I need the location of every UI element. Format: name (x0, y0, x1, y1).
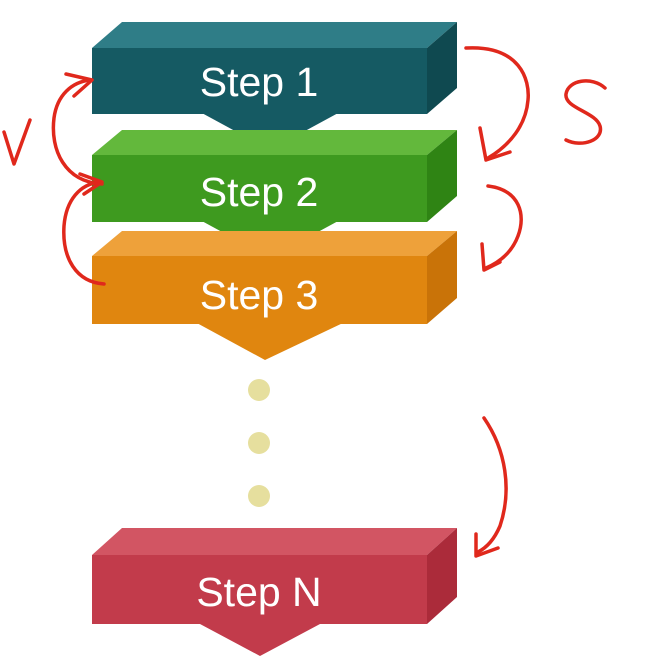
step-1-block: Step 1 (92, 22, 457, 150)
ellipsis-dots (248, 379, 270, 507)
ellipsis-dot (248, 379, 270, 401)
step-2-top-face (92, 130, 457, 155)
step-n-block: Step N (92, 528, 457, 656)
annotation-v-mark (2, 118, 32, 166)
annotation-right-arrow-upper (464, 46, 530, 160)
annotation-right-arrow-lower (476, 416, 508, 554)
step-3-side-face (427, 231, 457, 324)
step-1-top-face (92, 22, 457, 48)
annotation-left-arrowhead-lower (78, 172, 104, 196)
step-2-front-face (92, 155, 427, 222)
step-n-front-face (92, 555, 427, 624)
annotation-s-mark (564, 79, 607, 145)
annotation-right-arrowhead-middle (480, 242, 502, 272)
step-2-side-face (427, 130, 457, 222)
step-3-label: Step 3 (200, 272, 319, 318)
ellipsis-dot (248, 432, 270, 454)
annotation-left-arrow-lower (62, 180, 106, 286)
step-n-side-face (427, 528, 457, 624)
ellipsis-dot (248, 485, 270, 507)
annotation-left-arrowhead-upper (64, 72, 94, 98)
annotation-left-arrow-upper (51, 78, 104, 186)
step-3-front-face (92, 256, 427, 324)
step-1-side-face (427, 22, 457, 114)
step-1-front-face (92, 48, 427, 114)
annotation-right-arrow-middle (484, 184, 523, 270)
step-n-arrow (200, 624, 320, 656)
annotation-right-arrowhead-lower (474, 532, 500, 558)
step-2-label: Step 2 (200, 169, 319, 215)
step-3-top-face (92, 231, 457, 256)
step-n-top-face (92, 528, 457, 555)
step-n-label: Step N (196, 569, 321, 615)
step-2-block: Step 2 (92, 130, 457, 258)
step-1-label: Step 1 (200, 59, 319, 105)
step-3-arrow (195, 322, 345, 360)
handwritten-annotations (2, 46, 607, 558)
annotation-right-arrowhead-upper (478, 126, 512, 162)
step-3-block: Step 3 (92, 231, 457, 360)
